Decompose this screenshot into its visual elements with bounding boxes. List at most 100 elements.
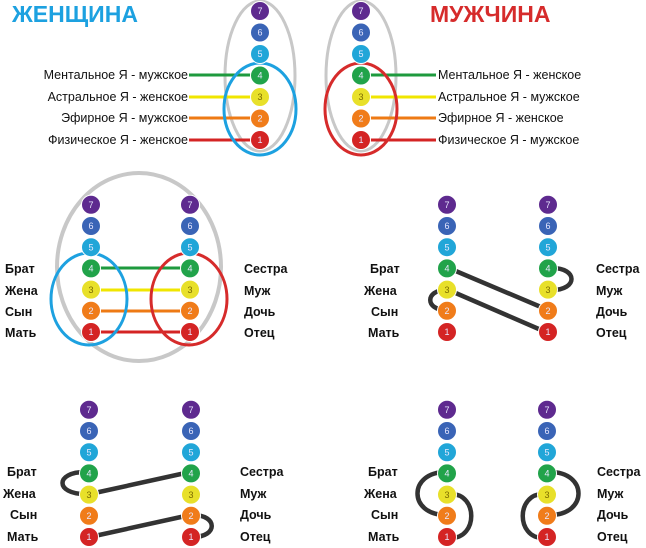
chakra-1-b-right [538, 322, 558, 342]
chakra-number-6-woman-top: 6 [257, 28, 262, 38]
couple-connection-lines [92, 266, 188, 334]
chakra-5-b-left [437, 237, 457, 258]
chakra-4-woman-top [250, 65, 270, 86]
chakra-number-4-c-left: 4 [86, 469, 91, 479]
chakra-number-1-c-left: 1 [86, 532, 91, 542]
connector-c-brat-zhena [60, 469, 88, 497]
chakra-columns: 1234567123456712345671234567123456712345… [79, 1, 558, 547]
chakra-number-4-d-right: 4 [544, 469, 549, 479]
chakra-6-c-left [79, 421, 99, 441]
chakra-number-1-woman-top: 1 [257, 135, 262, 145]
chakra-number-4-a-left: 4 [88, 264, 93, 274]
chakra-2-a-left [81, 300, 101, 321]
chakra-2-man-top [351, 108, 371, 129]
chakra-number-3-a-right: 3 [187, 285, 192, 295]
rel-b-mat: Мать [368, 326, 400, 340]
chakra-number-7-d-right: 7 [544, 405, 549, 415]
connector-d-brat-syn [415, 469, 449, 518]
rel-c-mat: Мать [7, 530, 39, 544]
chakra-number-6-man-top: 6 [358, 28, 363, 38]
chakra-3-d-left [437, 484, 457, 505]
rel-d-otets: Отец [597, 530, 628, 544]
chakra-6-c-right [181, 421, 201, 441]
chakra-6-d-left [437, 421, 457, 441]
chakra-number-4-b-right: 4 [545, 264, 550, 274]
chakra-3-b-left [437, 279, 457, 300]
chakra-number-5-d-right: 5 [544, 447, 549, 457]
rel-d-mat: Мать [368, 530, 400, 544]
chakra-number-6-d-right: 6 [544, 426, 549, 436]
chakra-number-3-d-right: 3 [544, 490, 549, 500]
rel-c-syn: Сын [10, 508, 37, 522]
rel-b-otets: Отец [596, 326, 627, 340]
chakra-5-c-left [79, 442, 99, 463]
chakra-3-d-right [537, 484, 557, 505]
chakra-number-6-c-right: 6 [188, 426, 193, 436]
connector-c-mat-doch [87, 512, 193, 540]
chakra-7-man-top [351, 1, 371, 21]
chakra-number-5-a-left: 5 [88, 242, 93, 252]
chakra-7-woman-top [250, 1, 270, 21]
chakra-6-man-top [351, 22, 371, 43]
chakra-1-a-right [180, 322, 200, 342]
chakra-1-man-top [351, 130, 371, 150]
chakra-number-1-d-right: 1 [544, 532, 549, 542]
chakra-number-1-a-left: 1 [88, 327, 93, 337]
chakra-2-c-right [181, 505, 201, 526]
relation-connectors [60, 265, 581, 541]
chakra-number-2-a-right: 2 [187, 306, 192, 316]
chakra-2-a-right [180, 300, 200, 321]
chakra-2-c-left [79, 505, 99, 526]
chakra-6-b-right [538, 216, 558, 236]
chakra-number-5-a-right: 5 [187, 242, 192, 252]
chakra-number-1-man-top: 1 [358, 135, 363, 145]
chakra-7-a-left [81, 194, 101, 215]
rel-c-brat: Брат [7, 465, 37, 479]
chakra-3-woman-top [250, 87, 270, 107]
chakra-number-6-c-left: 6 [86, 426, 91, 436]
chakra-number-2-c-right: 2 [188, 511, 193, 521]
chakra-4-c-right [181, 463, 201, 484]
chakra-number-7-a-right: 7 [187, 200, 192, 210]
chakra-4-b-right [538, 258, 558, 279]
chakra-5-c-right [181, 442, 201, 463]
man-body-lines [363, 73, 436, 142]
chakra-5-a-left [81, 237, 101, 258]
rel-c-doch: Дочь [240, 508, 272, 522]
chakra-number-1-b-left: 1 [444, 327, 449, 337]
chakra-1-d-right [537, 527, 557, 547]
chakra-6-woman-top [250, 22, 270, 43]
chakra-4-b-left [437, 258, 457, 279]
rel-a-sestra: Сестра [244, 262, 289, 276]
chakra-number-7-woman-top: 7 [257, 6, 262, 16]
chakra-number-7-c-right: 7 [188, 405, 193, 415]
man-body-physical-label: Физическое Я - мужское [438, 133, 579, 147]
connector-b-brat-doch [448, 266, 551, 313]
connector-c-zhena-sestra [87, 469, 193, 497]
chakra-7-a-right [180, 194, 200, 215]
man-body-mental-label: Ментальное Я - женское [438, 68, 581, 82]
chakra-3-c-left [79, 484, 99, 505]
chakra-number-3-woman-top: 3 [257, 92, 262, 102]
chakra-number-6-a-left: 6 [88, 221, 93, 231]
chakra-number-2-d-left: 2 [444, 511, 449, 521]
chakra-number-3-b-left: 3 [444, 285, 449, 295]
chakra-number-3-man-top: 3 [358, 92, 363, 102]
title-man: МУЖЧИНА [430, 1, 550, 27]
rel-d-doch: Дочь [597, 508, 629, 522]
chakra-7-c-right [181, 399, 201, 420]
chakra-1-c-left [79, 527, 99, 547]
chakra-number-3-c-left: 3 [86, 490, 91, 500]
chakra-5-d-right [537, 442, 557, 463]
chakra-number-4-woman-top: 4 [257, 71, 262, 81]
chakra-7-b-right [538, 194, 558, 215]
chakra-number-4-b-left: 4 [444, 264, 449, 274]
chakra-number-4-a-right: 4 [187, 264, 192, 274]
chakra-number-2-woman-top: 2 [257, 114, 262, 124]
chakra-1-c-right [181, 527, 201, 547]
